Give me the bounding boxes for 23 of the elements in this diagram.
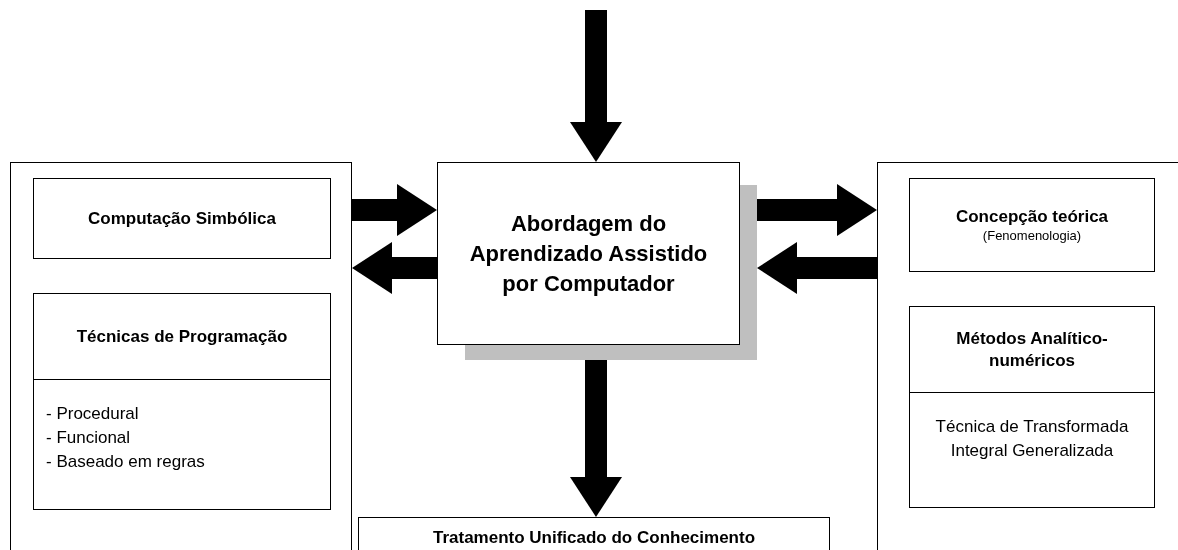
list-item: - Procedural (46, 403, 139, 425)
block-arrow (757, 242, 877, 294)
block-arrow (570, 10, 622, 162)
process-box (33, 178, 331, 259)
box-heading: Concepção teórica (955, 206, 1109, 228)
list-item: - Baseado em regras (46, 451, 205, 473)
process-box (909, 178, 1155, 272)
box-body: Técnica de Transformada Integral Generalizada (934, 416, 1130, 462)
box-heading: Métodos Analítico-numéricos (955, 327, 1109, 372)
block-arrow (352, 184, 437, 236)
block-arrow (757, 184, 877, 236)
box-subheading: (Fenomenologia) (982, 228, 1082, 244)
panel-frame (877, 162, 1178, 550)
box-heading: Técnicas de Programação (76, 325, 288, 348)
process-box (909, 306, 1155, 508)
panel-frame (10, 162, 352, 550)
box-title: Tratamento Unificado do Conhecimento (431, 527, 757, 549)
block-arrow (352, 242, 437, 294)
process-box (33, 293, 331, 510)
box-title: Abordagem do Aprendizado Assistido por Computador (468, 209, 709, 298)
list-item: - Funcional (46, 427, 131, 449)
box-title: Computação Simbólica (87, 207, 277, 230)
block-arrow (570, 360, 622, 517)
